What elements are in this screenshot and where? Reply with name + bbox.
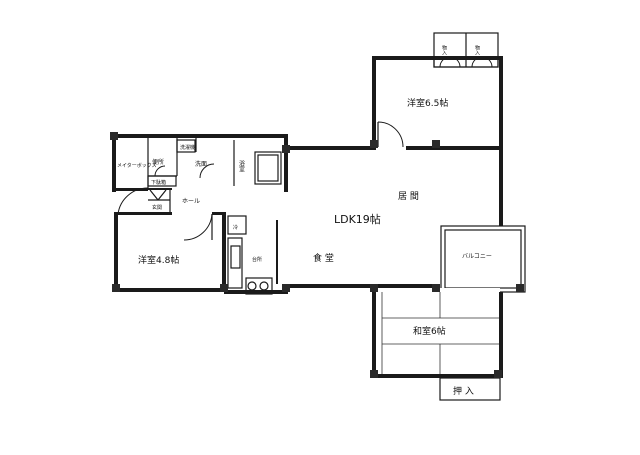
label-western-6-5: 洋室6.5帖 xyxy=(407,97,448,109)
kitchen-label: 台所 xyxy=(252,256,262,263)
label-ldk: LDK19帖 xyxy=(334,213,381,226)
fridge-label: 冷 xyxy=(233,224,238,231)
closet-block: 物入 物入 xyxy=(433,32,499,68)
door-western-6-5[interactable] xyxy=(377,121,404,148)
closet-label-2: 物入 xyxy=(474,44,480,55)
label-dining: 食 堂 xyxy=(313,252,334,264)
closet-label-1: 物入 xyxy=(441,44,447,55)
washroom-label: 洗面 xyxy=(195,160,207,168)
utility-block: メイターボックス 便所 洗濯機 洗面 浴室 下駄箱 xyxy=(112,134,288,192)
label-japanese-6: 和室6帖 xyxy=(413,325,446,337)
label-western-4-8: 洋室4.8帖 xyxy=(138,254,179,266)
toilet-label: 便所 xyxy=(152,158,164,166)
hall-label: ホール xyxy=(182,198,200,205)
kitchen: 冷 台所 xyxy=(224,214,288,295)
room-ldk xyxy=(275,146,503,288)
door-western-4-8[interactable] xyxy=(183,213,213,241)
label-living: 居 間 xyxy=(398,191,419,202)
balcony-label: バルコニー xyxy=(462,253,492,260)
washer-label: 洗濯機 xyxy=(180,144,195,151)
oshiire xyxy=(439,377,501,401)
balcony: バルコニー xyxy=(440,225,526,293)
room-japanese-6: 押 入 xyxy=(372,286,503,401)
shoebox-label: 下駄箱 xyxy=(151,179,166,186)
entrance-label: 玄関 xyxy=(152,204,162,211)
oshiire-label: 押 入 xyxy=(453,385,474,397)
entrance-door[interactable] xyxy=(117,187,149,215)
bath-label: 浴室 xyxy=(238,159,245,172)
column-markers xyxy=(110,132,524,378)
entrance-hall: 玄関 ホール xyxy=(117,187,228,215)
room-western-4-8 xyxy=(114,212,226,292)
meter-box-label: メイターボックス xyxy=(117,162,157,169)
